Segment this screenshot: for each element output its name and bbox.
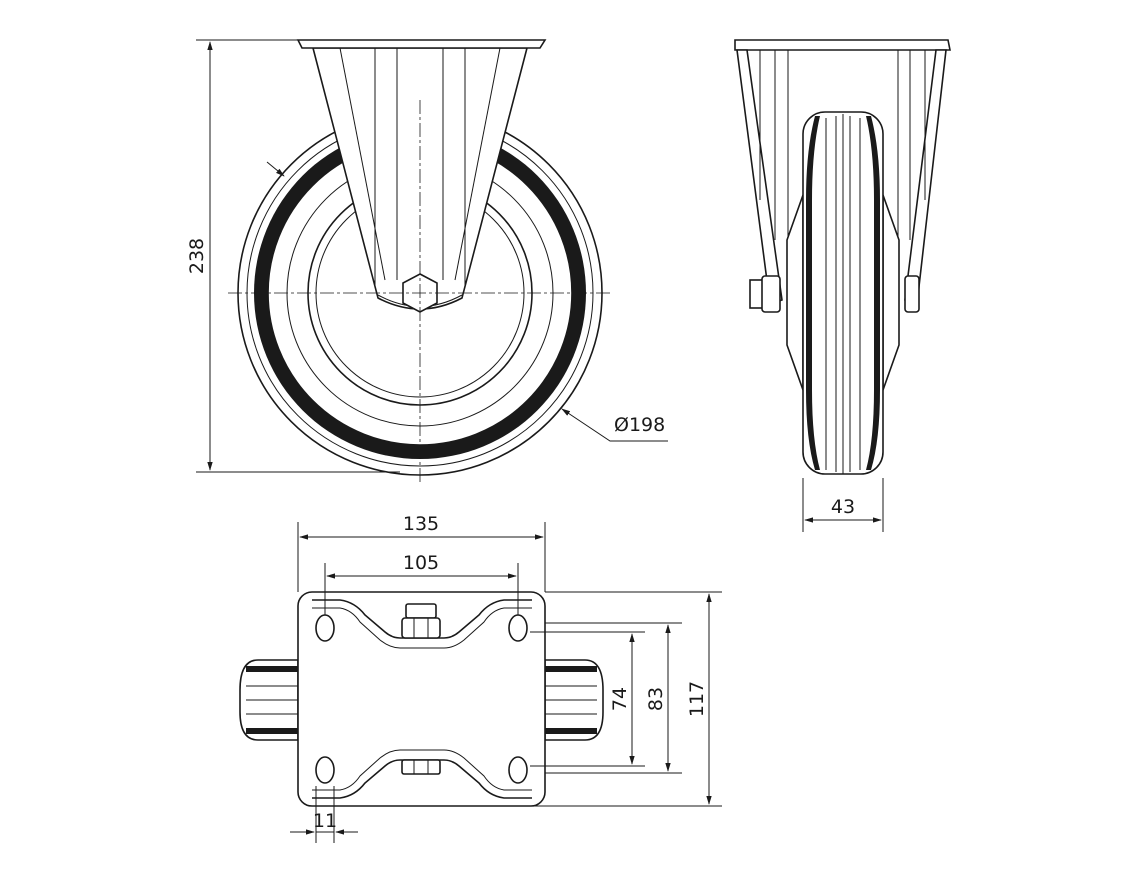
top-axle-nut <box>401 617 441 639</box>
side-tread-left <box>806 116 820 470</box>
top-axle-nut-bottom <box>401 759 441 775</box>
mounting-hole <box>508 614 528 642</box>
inner-width-label: 83 <box>645 687 667 711</box>
hole-spacing-length-label: 105 <box>403 552 439 574</box>
top-tread-left <box>246 666 298 672</box>
fork-edge-left <box>339 47 386 281</box>
tyre-pointer-arrow <box>266 161 285 177</box>
side-axle-nut-left <box>761 275 781 313</box>
wheel-diameter-label: Ø198 <box>614 414 665 436</box>
mounting-plate <box>297 591 546 807</box>
fork-top-plate <box>296 39 547 49</box>
hole-spacing-width-label: 74 <box>609 687 631 711</box>
diameter-leader-line <box>561 408 668 442</box>
plate-width-label: 117 <box>686 681 708 717</box>
side-view: 43 <box>734 39 951 532</box>
plate-fork-profile-top-inner <box>312 607 532 649</box>
side-hub-left <box>786 194 804 391</box>
top-axle-bolt <box>405 603 437 619</box>
top-tread-left <box>246 728 298 734</box>
top-view: 135 105 74 83 117 11 <box>239 513 722 843</box>
side-tread-right <box>866 116 880 470</box>
mounting-hole <box>508 756 528 784</box>
plate-length-label: 135 <box>403 513 439 535</box>
front-view: 238 Ø198 <box>186 39 668 485</box>
hole-diameter-label: 11 <box>313 810 337 832</box>
height-dimension-label: 238 <box>186 238 208 274</box>
top-tread-right <box>545 728 597 734</box>
wheel-width-label: 43 <box>831 496 855 518</box>
mounting-hole <box>315 756 335 784</box>
mounting-hole <box>315 614 335 642</box>
top-tread-right <box>545 666 597 672</box>
side-top-plate <box>734 39 951 51</box>
side-hub-right <box>882 194 900 391</box>
fork-edge-right <box>454 47 501 281</box>
plate-fork-profile-bottom-inner <box>312 749 532 791</box>
side-axle-nut-right <box>904 275 920 313</box>
